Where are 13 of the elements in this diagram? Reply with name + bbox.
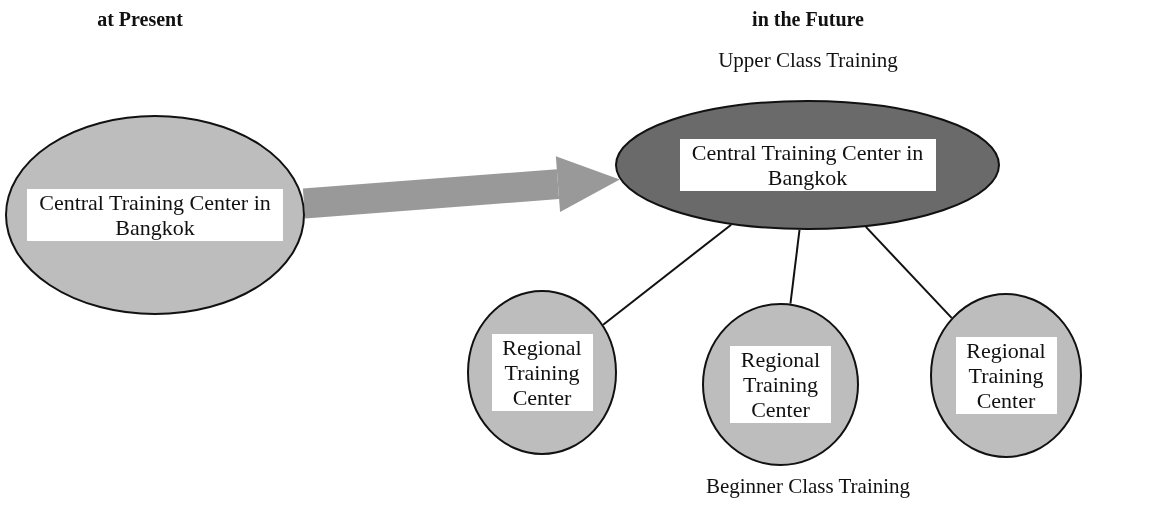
- connector-line: [789, 228, 801, 305]
- block-arrow: [302, 156, 620, 219]
- node-label: Central Training Center in Bangkok: [679, 138, 936, 192]
- node-label: Regional Training Center: [730, 345, 831, 424]
- column-heading: in the Future: [752, 8, 864, 31]
- connector-line: [602, 223, 733, 326]
- connector-line: [864, 225, 953, 319]
- node-label: Central Training Center in Bangkok: [27, 188, 283, 242]
- column-heading: at Present: [97, 8, 183, 31]
- caption-text: Upper Class Training: [718, 48, 898, 73]
- node-label: Regional Training Center: [955, 336, 1057, 415]
- node-label: Regional Training Center: [491, 333, 593, 412]
- caption-text: Beginner Class Training: [705, 474, 911, 499]
